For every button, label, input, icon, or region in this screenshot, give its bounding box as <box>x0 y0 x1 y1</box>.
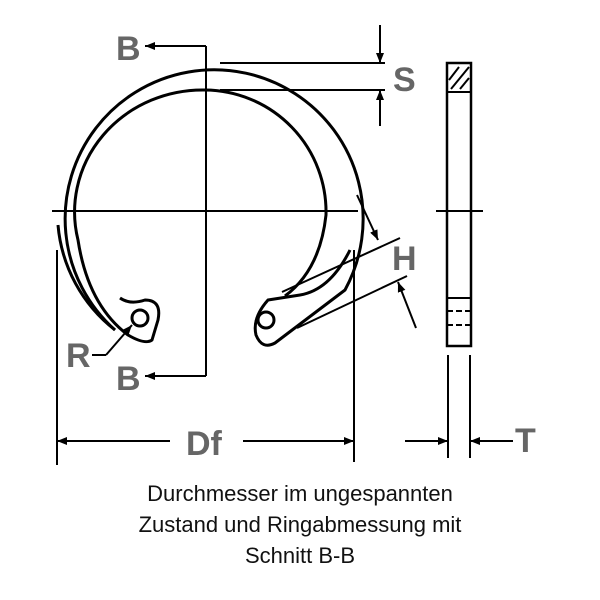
caption-line-2: Zustand und Ringabmessung mit <box>138 512 462 537</box>
h-extension-bottom <box>296 275 408 329</box>
side-view-hatch <box>450 66 470 90</box>
r-leader-arrow <box>105 324 133 356</box>
caption: Durchmesser im ungespannten Zustand und … <box>0 478 600 571</box>
caption-line-3: Schnitt B-B <box>244 543 356 568</box>
label-df: Df <box>186 425 223 463</box>
side-view-hatch <box>448 66 460 81</box>
label-r: R <box>66 337 91 375</box>
side-view <box>445 61 473 348</box>
lug-hole-right <box>256 310 276 330</box>
side-view-hatch <box>459 77 470 90</box>
label-s: S <box>393 61 416 99</box>
h-arrow-bottom <box>397 281 417 329</box>
label-t: T <box>515 422 536 460</box>
label-b-top: B <box>116 30 141 68</box>
ring-inner <box>73 88 328 344</box>
label-b-bottom: B <box>116 360 141 398</box>
h-extension-top <box>281 237 401 293</box>
h-arrow-top <box>356 194 379 241</box>
lug-hole-left <box>130 308 150 328</box>
caption-line-1: Durchmesser im ungespannten <box>147 481 453 506</box>
label-h: H <box>392 240 417 278</box>
ring-outer <box>63 68 365 347</box>
ring-outer-left <box>56 224 116 332</box>
